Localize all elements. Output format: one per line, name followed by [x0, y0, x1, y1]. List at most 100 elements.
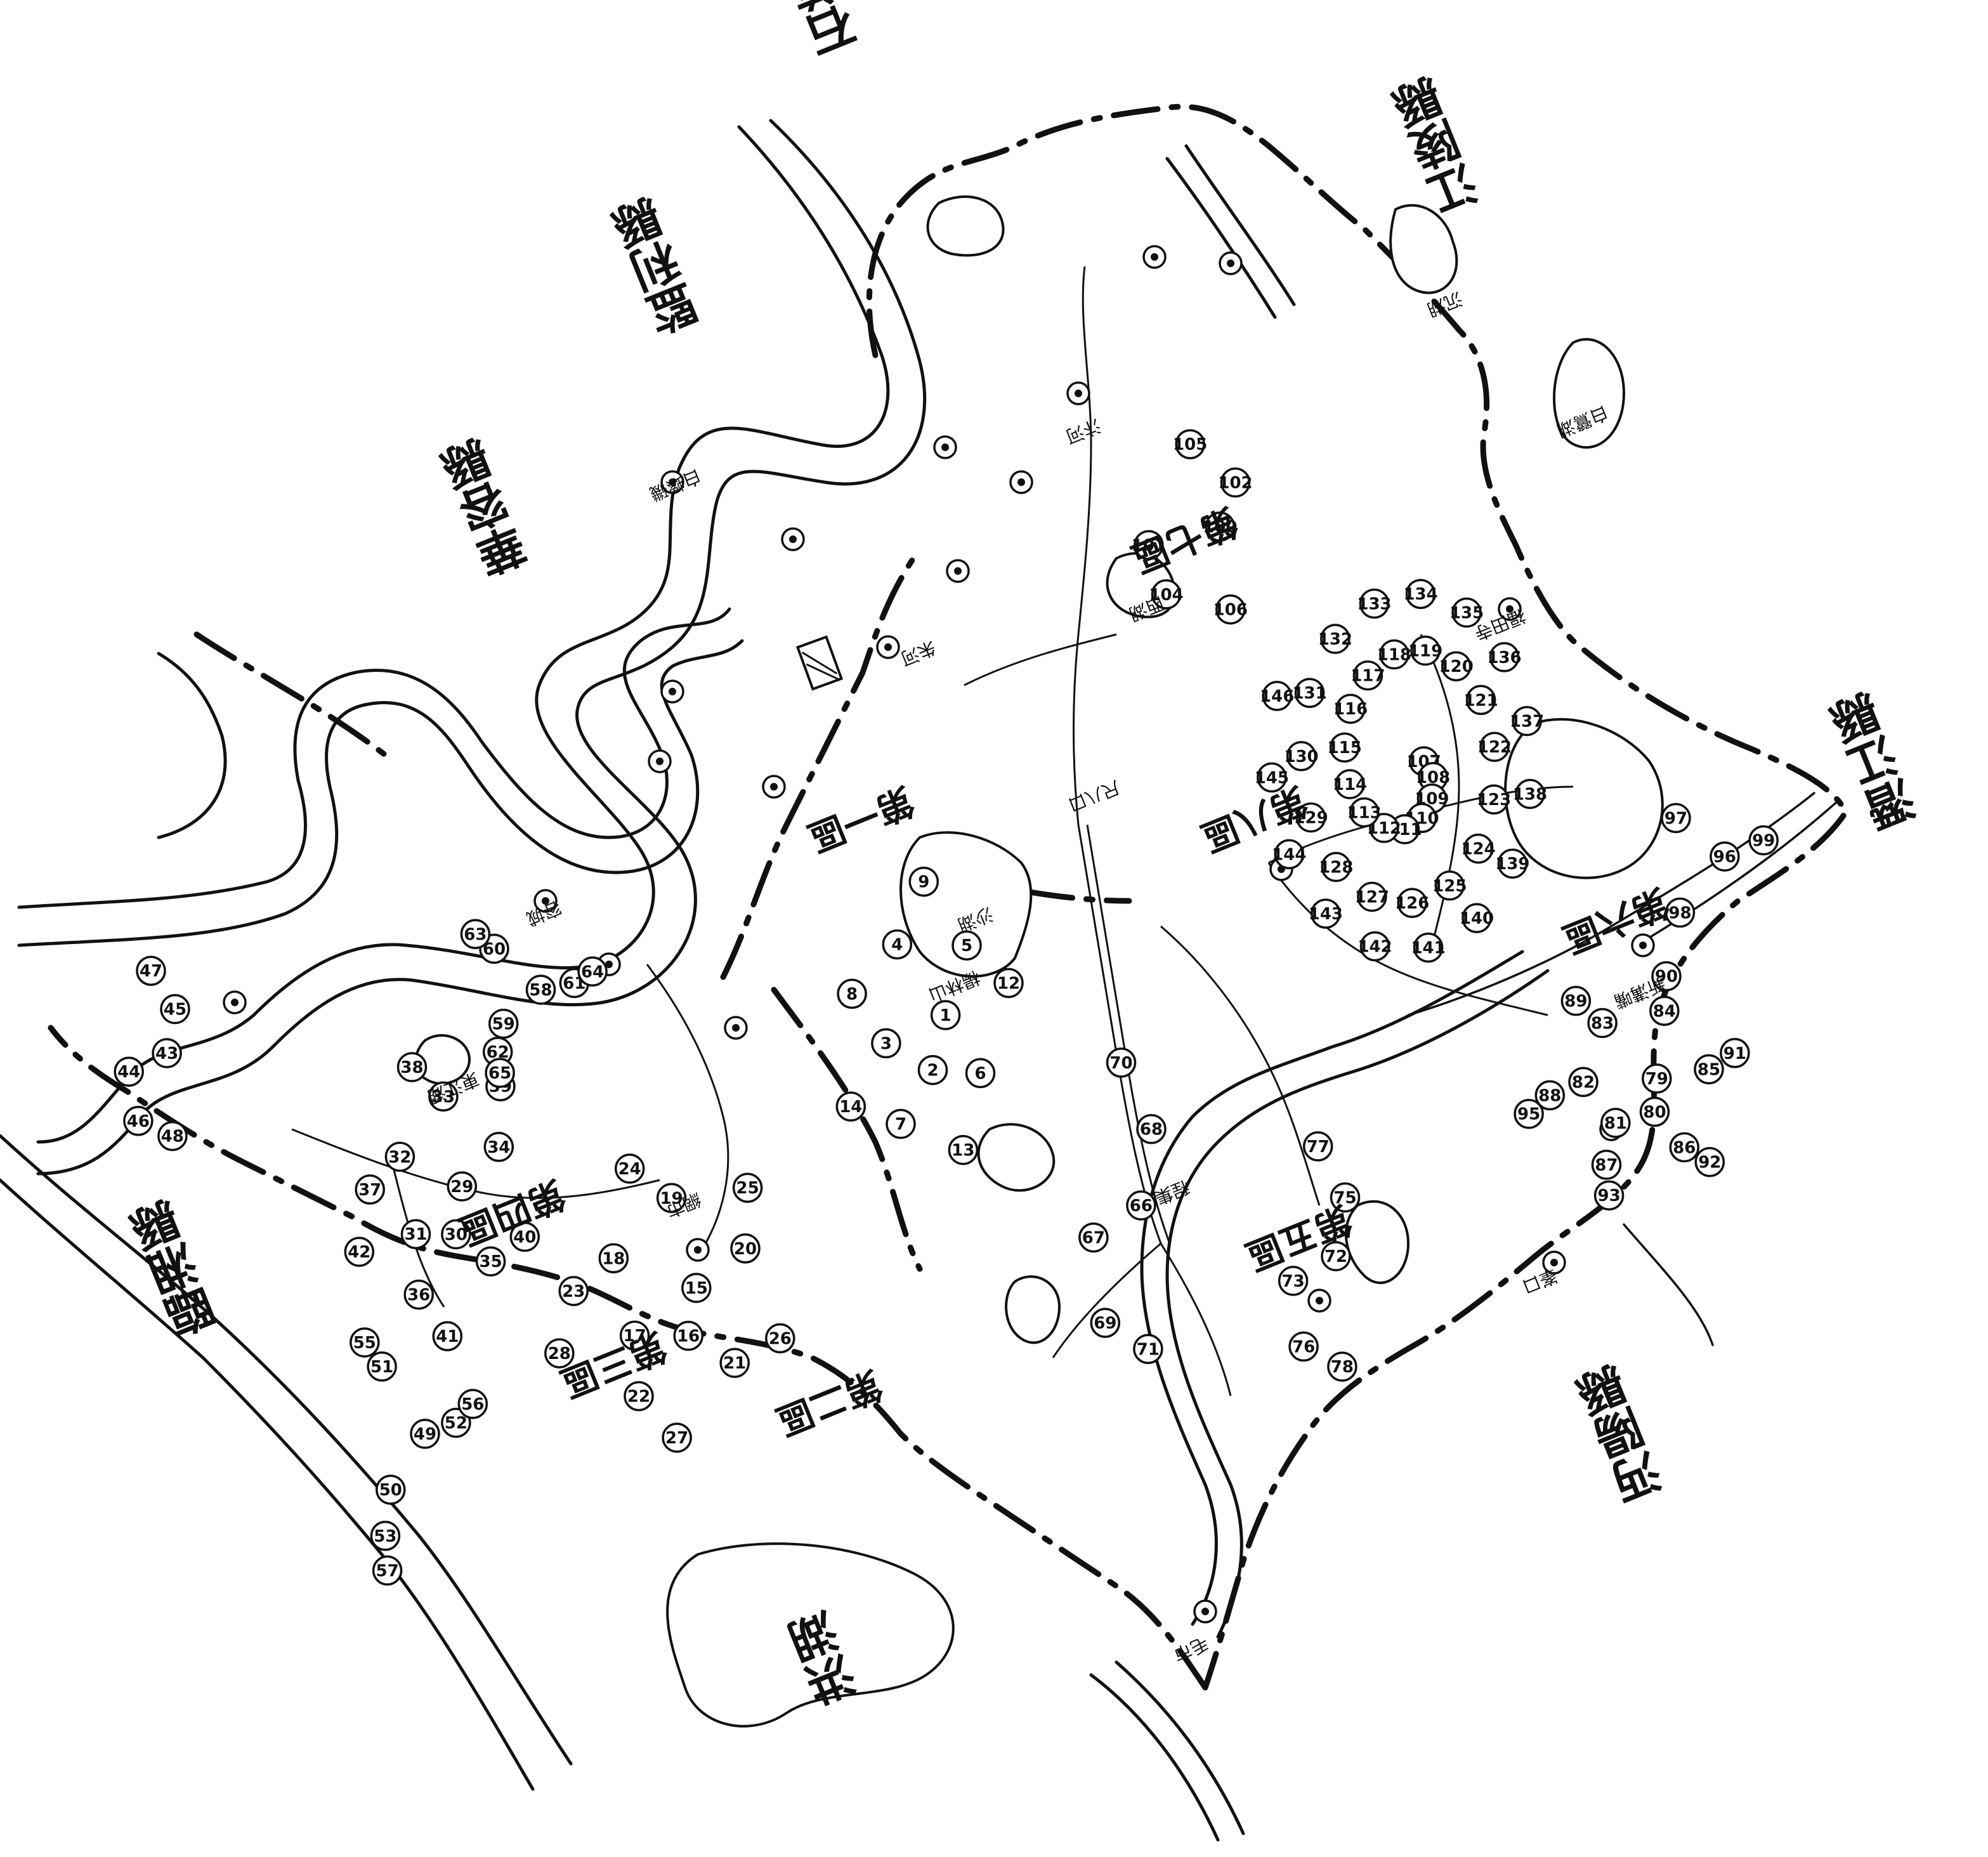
place-label-3: 朱河 — [898, 637, 938, 670]
numbered-site-label: 4 — [891, 936, 903, 955]
numbered-site: 33 — [428, 1081, 459, 1112]
lake-south-1 — [977, 1123, 1056, 1192]
numbered-site-label: 66 — [1130, 1197, 1153, 1216]
numbered-site-label: 58 — [529, 981, 552, 1000]
town-marker — [1142, 245, 1167, 269]
numbered-site: 136 — [1487, 642, 1522, 673]
numbered-site-label: 81 — [1604, 1114, 1627, 1133]
numbered-site: 73 — [1278, 1266, 1309, 1296]
numbered-site: 12 — [993, 968, 1024, 999]
numbered-site-label: 76 — [1292, 1337, 1315, 1356]
numbered-site: 95 — [1514, 1098, 1544, 1129]
numbered-site: 1 — [930, 1000, 961, 1030]
numbered-site-label: 32 — [388, 1148, 411, 1167]
numbered-site-label: 59 — [492, 1015, 515, 1034]
neighbor-labels: 石首縣 監利縣 華容縣 江陵縣 潛江縣 沔陽縣 臨湘縣 洪湖 — [125, 0, 1928, 1710]
numbered-site: 81 — [1600, 1108, 1631, 1138]
numbered-site: 68 — [1136, 1113, 1167, 1145]
numbered-site: 120 — [1439, 651, 1474, 681]
town-marker — [1498, 597, 1522, 621]
numbered-site-label: 22 — [627, 1388, 650, 1407]
district-label-3: 第三區 — [554, 1324, 672, 1405]
numbered-site-label: 31 — [404, 1225, 427, 1244]
numbered-site-label: 95 — [1517, 1105, 1540, 1124]
numbered-site-label: 75 — [1333, 1188, 1356, 1207]
numbered-site: 16 — [673, 1320, 703, 1351]
numbered-site-label: 29 — [450, 1178, 473, 1197]
numbered-site: 48 — [157, 1120, 188, 1152]
numbered-site: 15 — [681, 1273, 712, 1303]
district-label-1: 第一區 — [801, 778, 920, 860]
town-marker — [1193, 1599, 1217, 1624]
numbered-site-label: 86 — [1673, 1138, 1696, 1157]
numbered-site-label: 99 — [1752, 832, 1775, 851]
numbered-site-label: 97 — [1664, 809, 1687, 828]
town-marker — [1631, 933, 1655, 957]
numbered-site-label: 120 — [1439, 657, 1474, 676]
numbered-site: 93 — [1593, 1180, 1625, 1211]
numbered-site-label: 72 — [1324, 1247, 1347, 1266]
numbered-site-label: 49 — [414, 1425, 436, 1444]
numbered-site: 131 — [1292, 678, 1327, 708]
numbered-site-label: 127 — [1355, 888, 1389, 907]
numbered-site: 52 — [441, 1407, 471, 1438]
numbered-site: 46 — [123, 1106, 154, 1136]
numbered-site-label: 82 — [1572, 1073, 1595, 1092]
numbered-site-label: 18 — [602, 1249, 625, 1268]
numbered-site-label: 102 — [1218, 474, 1252, 493]
numbered-site-label: 125 — [1432, 877, 1467, 896]
numbered-site-label: 134 — [1403, 585, 1437, 604]
numbered-site: 13 — [948, 1134, 979, 1165]
numbered-site-label: 63 — [464, 925, 487, 944]
numbered-site: 17 — [619, 1320, 650, 1351]
numbered-site: 6 — [965, 1058, 996, 1089]
numbered-site-label: 48 — [161, 1127, 184, 1146]
numbered-site: 92 — [1694, 1146, 1725, 1178]
numbered-site: 4 — [882, 929, 913, 960]
numbered-site: 18 — [598, 1243, 629, 1274]
numbered-site-label: 78 — [1331, 1358, 1354, 1377]
numbered-site-label: 139 — [1495, 855, 1529, 874]
numbered-site: 127 — [1355, 881, 1389, 912]
numbered-site-label: 15 — [685, 1279, 708, 1298]
numbered-site-label: 12 — [997, 974, 1020, 993]
numbered-site: 20 — [730, 1233, 761, 1264]
numbered-site: 44 — [114, 1056, 144, 1087]
district-boundary-1 — [720, 555, 917, 980]
numbered-site-label: 101 — [1132, 536, 1166, 555]
numbered-site: 25 — [732, 1172, 763, 1203]
numbered-site-label: 17 — [624, 1327, 646, 1346]
numbered-site: 144 — [1272, 839, 1306, 870]
numbered-site: 84 — [1649, 995, 1680, 1027]
numbered-site-label: 114 — [1333, 775, 1367, 794]
town-marker — [648, 749, 672, 773]
numbered-site-label: 45 — [164, 1001, 186, 1020]
numbered-site: 65 — [485, 1058, 515, 1088]
numbered-site: 89 — [1560, 985, 1592, 1016]
town-marker — [533, 889, 558, 913]
numbered-site-label: 40 — [513, 1228, 536, 1247]
district-boundary-2 — [771, 987, 923, 1272]
numbered-site-label: 56 — [461, 1395, 484, 1414]
numbered-site-label: 146 — [1260, 687, 1294, 706]
numbered-site-label: 43 — [155, 1044, 178, 1063]
numbered-site-label: 143 — [1309, 905, 1343, 924]
numbered-site-label: 67 — [1082, 1229, 1105, 1248]
lake-east-2 — [1553, 338, 1626, 449]
yangtze-river — [0, 119, 1296, 1791]
town-marker — [1066, 381, 1090, 405]
numbered-site-label: 123 — [1477, 791, 1511, 810]
numbered-site-label: 141 — [1411, 939, 1445, 958]
numbered-site-label: 8 — [846, 985, 858, 1004]
numbered-site-label: 138 — [1513, 785, 1547, 804]
numbered-site: 121 — [1463, 685, 1498, 716]
numbered-site: 28 — [544, 1338, 575, 1368]
numbered-site: 8 — [837, 978, 867, 1009]
numbered-site: 122 — [1477, 732, 1512, 762]
town-marker — [1307, 1289, 1331, 1313]
numbered-site-label: 21 — [723, 1354, 746, 1373]
numbered-site-label: 64 — [581, 962, 604, 981]
town-marker — [781, 527, 805, 551]
numbered-site: 22 — [624, 1381, 654, 1412]
